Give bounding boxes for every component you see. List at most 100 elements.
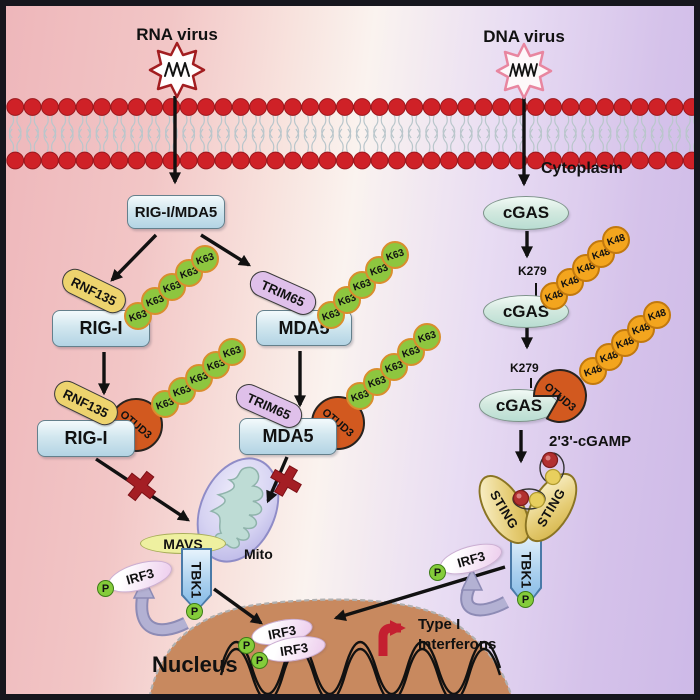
lipid-head <box>127 151 146 170</box>
lipid-head <box>353 98 372 116</box>
rig1-box-deubiquitinated: RIG-I <box>37 420 135 457</box>
phospho-tbk1-right: P <box>517 591 534 608</box>
lipid-head <box>145 98 163 116</box>
lipid-head <box>596 98 614 116</box>
lipid-head <box>93 151 111 170</box>
dna-virus-icon <box>495 42 553 100</box>
lipid-head <box>41 151 59 170</box>
lipid-head <box>110 98 129 116</box>
phospho-irf3-nuclear-1: P <box>238 637 255 654</box>
phospho-arrow-right <box>460 567 510 617</box>
k63-ubiquitin: K63 <box>218 338 246 366</box>
lipid-head <box>231 98 250 116</box>
lipid-head <box>197 151 215 170</box>
k63-ubiquitin: K63 <box>175 259 203 287</box>
nucleus-label: Nucleus <box>152 652 238 677</box>
lipid-head <box>93 98 111 116</box>
lipid-head <box>596 151 614 170</box>
lipid-head <box>58 151 77 170</box>
lipid-head <box>544 151 562 170</box>
otud3-on-cgas: OTUD3 <box>532 368 587 423</box>
lipid-head <box>526 151 545 170</box>
k63-ubiquitin: K63 <box>191 245 219 273</box>
lipid-head <box>335 98 354 116</box>
rna-virus-label: RNA virus <box>136 25 218 44</box>
lipid-head <box>58 98 77 116</box>
k48-ubiquitin: K48 <box>556 268 584 296</box>
lipid-head <box>388 98 406 116</box>
type1-interferons-label: Type I Interferons <box>418 616 497 653</box>
plasma-membrane <box>6 98 700 170</box>
lipid-head <box>578 151 597 170</box>
lipid-head <box>110 151 129 170</box>
lipid-head <box>214 98 233 116</box>
lipid-head <box>561 151 580 170</box>
block-cross-right <box>270 465 302 497</box>
lipid-head <box>335 151 354 170</box>
lipid-head <box>41 98 59 116</box>
lipid-head <box>301 98 320 116</box>
lipid-head <box>457 98 476 116</box>
lipid-head <box>23 98 42 116</box>
k63-ubiquitin: K63 <box>397 338 425 366</box>
tbk1-left: TBK1 <box>181 548 212 612</box>
lipid-head <box>474 151 493 170</box>
phospho-irf3-nuclear-2: P <box>251 652 268 669</box>
lipid-head <box>665 98 684 116</box>
k48-ubiquitin: K48 <box>602 226 630 254</box>
lipid-head <box>422 98 441 116</box>
k63-ubiquitin: K63 <box>413 323 441 351</box>
block-cross-left <box>125 470 157 502</box>
rna-virus-icon <box>148 41 206 99</box>
cgamp-label: 2'3'-cGAMP <box>549 433 632 450</box>
lipid-head <box>630 151 649 170</box>
transcription-arrow <box>378 620 406 656</box>
lipid-head <box>370 151 389 170</box>
k48-ubiquitin: K48 <box>643 301 671 329</box>
phospho-irf3-left: P <box>97 580 114 597</box>
k279-site-label-1: K279 <box>518 264 547 278</box>
lipid-head <box>6 151 25 170</box>
k48-ubiquitin: K48 <box>627 315 655 343</box>
lipid-head <box>231 151 250 170</box>
lipid-head <box>266 98 285 116</box>
lipid-head <box>388 151 406 170</box>
lipid-head <box>266 151 285 170</box>
lipid-head <box>283 151 302 170</box>
lipid-head <box>75 98 94 116</box>
cytoplasm-label: Cytoplasm <box>541 160 623 177</box>
lipid-head <box>23 151 42 170</box>
lipid-head <box>474 98 493 116</box>
lipid-head <box>613 98 632 116</box>
rig1-mda5-sensor-box: RIG-I/MDA5 <box>127 195 225 229</box>
lipid-head <box>561 98 580 116</box>
dna-virus-label: DNA virus <box>483 27 565 46</box>
lipid-head <box>665 151 684 170</box>
lipid-head <box>648 98 667 116</box>
phospho-tbk1-left: P <box>186 603 203 620</box>
k63-ubiquitin: K63 <box>168 377 196 405</box>
lipid-head <box>179 151 198 170</box>
lipid-head <box>422 151 441 170</box>
lipid-head <box>353 151 372 170</box>
k63-ubiquitin: K63 <box>381 241 409 269</box>
lipid-head <box>6 98 25 116</box>
lipid-head <box>249 98 268 116</box>
lipid-head <box>526 98 545 116</box>
lipid-head <box>492 98 510 116</box>
lipid-head <box>318 151 337 170</box>
lipid-head <box>214 151 233 170</box>
lipid-head <box>440 98 458 116</box>
lipid-head <box>492 151 510 170</box>
lipid-head <box>162 98 181 116</box>
lipid-head <box>544 98 562 116</box>
lipid-head <box>127 98 146 116</box>
phospho-irf3-right: P <box>429 564 446 581</box>
lipid-head <box>301 151 320 170</box>
lipid-head <box>405 151 424 170</box>
cgamp-molecule <box>539 451 565 486</box>
lipid-head <box>682 98 700 116</box>
lipid-head <box>405 98 424 116</box>
lipid-head <box>318 98 337 116</box>
